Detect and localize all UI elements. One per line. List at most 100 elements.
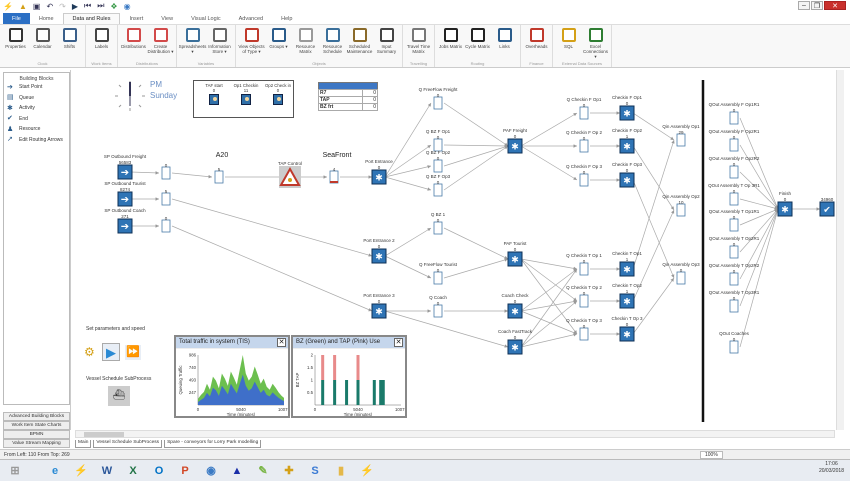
routing-arrow[interactable]	[384, 255, 432, 279]
routing-arrow[interactable]	[739, 208, 779, 307]
outlook-icon[interactable]: O	[154, 464, 164, 477]
internet-explorer-icon[interactable]: e	[51, 464, 59, 477]
building-block-activity[interactable]: ✱Activity	[4, 103, 69, 114]
activity-block[interactable]: ✱	[371, 169, 387, 185]
calendar-button[interactable]: Calendar	[29, 25, 56, 61]
start-block[interactable]: ➔	[117, 218, 133, 234]
building-block-queue[interactable]: ▤Queue	[4, 93, 69, 104]
create-distribution-button[interactable]: Create Distribution ▾	[147, 25, 174, 61]
run-speed-button[interactable]: ▶	[102, 343, 120, 361]
groups-button[interactable]: Groups ▾	[265, 25, 292, 61]
routing-arrow[interactable]	[520, 310, 578, 335]
resource-schedule-button[interactable]: Resource Schedule	[319, 25, 346, 61]
queue-block[interactable]	[729, 245, 739, 259]
routing-arrow[interactable]	[520, 145, 578, 181]
windows-start-icon[interactable]: ⊞	[10, 465, 20, 477]
queue-block[interactable]	[729, 218, 739, 232]
queue-block[interactable]	[729, 340, 739, 354]
routing-arrow[interactable]	[520, 258, 578, 271]
tab-data-and-rules[interactable]: Data and Rules	[62, 13, 121, 24]
routing-arrow[interactable]	[443, 144, 509, 148]
routing-arrow[interactable]	[520, 258, 578, 302]
input-summary-button[interactable]: Input Summary	[373, 25, 400, 61]
tab-insert[interactable]: Insert	[129, 15, 144, 22]
clock-button[interactable]: Properties	[2, 25, 29, 61]
building-block-resource[interactable]: ♟Resource	[4, 124, 69, 135]
maintenance-button[interactable]: Scheduled Maintenance	[346, 25, 373, 61]
minimize-button[interactable]: –	[798, 1, 810, 10]
start-block[interactable]: ➔	[117, 191, 133, 207]
queue-block[interactable]	[729, 272, 739, 286]
parameters-icon[interactable]: ⚙	[84, 345, 95, 359]
queue-block[interactable]	[161, 219, 171, 233]
routing-arrow[interactable]	[171, 198, 373, 257]
vertical-scrollbar[interactable]	[836, 70, 844, 430]
excel-icon[interactable]: X	[129, 464, 137, 477]
warning-block[interactable]	[279, 166, 301, 188]
routing-arrow[interactable]	[520, 268, 578, 312]
open-icon[interactable]: ▲	[18, 1, 27, 11]
tab-visual-logic[interactable]: Visual Logic	[191, 15, 221, 22]
horizontal-scrollbar[interactable]	[75, 430, 835, 438]
routing-arrow[interactable]	[171, 225, 373, 312]
routing-arrow[interactable]	[632, 277, 675, 335]
powerpoint-icon[interactable]: P	[181, 464, 189, 477]
fast-speed-button[interactable]: ⏩	[125, 345, 141, 360]
queue-block[interactable]	[579, 106, 589, 120]
view-objects-button[interactable]: View Objects of Type ▾	[238, 25, 265, 61]
queue-block[interactable]	[729, 192, 739, 206]
routing-arrow[interactable]	[739, 171, 779, 210]
routing-arrow[interactable]	[384, 227, 432, 257]
routing-arrow[interactable]	[443, 227, 509, 260]
triangle-app-icon[interactable]: ▲	[231, 464, 243, 477]
tag-button[interactable]: Labels	[88, 25, 115, 61]
routing-arrow[interactable]	[632, 112, 675, 141]
queue-block[interactable]	[579, 262, 589, 276]
queue-block[interactable]	[433, 304, 443, 318]
building-block-edit-routing-arrows[interactable]: ↗Edit Routing Arrows	[4, 135, 69, 146]
sheet-tab[interactable]: Main	[75, 440, 92, 448]
routing-arrow[interactable]	[443, 102, 509, 147]
tab-view[interactable]: View	[161, 15, 174, 22]
queue-block[interactable]	[161, 166, 171, 180]
skype-icon[interactable]: S	[311, 464, 319, 477]
queue-block[interactable]	[433, 271, 443, 285]
section-button[interactable]: Work Item State Charts	[3, 421, 70, 430]
step-icon[interactable]: ⏭	[97, 1, 105, 10]
queue-block[interactable]	[579, 294, 589, 308]
zoom-level[interactable]: 100%	[700, 451, 723, 459]
close-icon[interactable]: ✕	[277, 338, 286, 347]
routing-arrow[interactable]	[632, 145, 675, 211]
activity-block[interactable]: ✱	[777, 201, 793, 217]
routing-arrow[interactable]	[520, 333, 578, 348]
cycle-matrix-button[interactable]: Cycle Matrix	[464, 25, 491, 61]
settings-icon[interactable]: ❖	[110, 1, 118, 11]
routing-arrow[interactable]	[739, 144, 779, 210]
routing-arrow[interactable]	[632, 179, 675, 279]
routing-arrow[interactable]	[384, 102, 432, 178]
routing-arrow[interactable]	[739, 117, 779, 210]
queue-block[interactable]	[161, 192, 171, 206]
routing-arrow[interactable]	[520, 300, 578, 348]
sheet-tab[interactable]: Vessel Schedule SubProcess	[93, 440, 163, 448]
information-store-button[interactable]: Information Store ▾	[206, 25, 233, 61]
queue-block[interactable]	[729, 111, 739, 125]
distribution-button[interactable]: Distributions	[120, 25, 147, 61]
queue-block[interactable]	[433, 159, 443, 173]
routing-arrow[interactable]	[520, 299, 578, 312]
start-block[interactable]: ➔	[117, 164, 133, 180]
routing-arrow[interactable]	[443, 258, 509, 279]
activity-block[interactable]: ✱	[371, 248, 387, 264]
routing-arrow[interactable]	[632, 139, 675, 270]
queue-block[interactable]	[433, 221, 443, 235]
routing-arrow[interactable]	[384, 310, 509, 348]
section-button[interactable]: Advanced Building Blocks	[3, 412, 70, 421]
activity-block[interactable]: ✱	[619, 138, 635, 154]
routing-arrow[interactable]	[739, 208, 779, 348]
simul8-icon[interactable]: ⚡	[74, 465, 88, 477]
jobs-matrix-button[interactable]: Jobs Matrix	[437, 25, 464, 61]
